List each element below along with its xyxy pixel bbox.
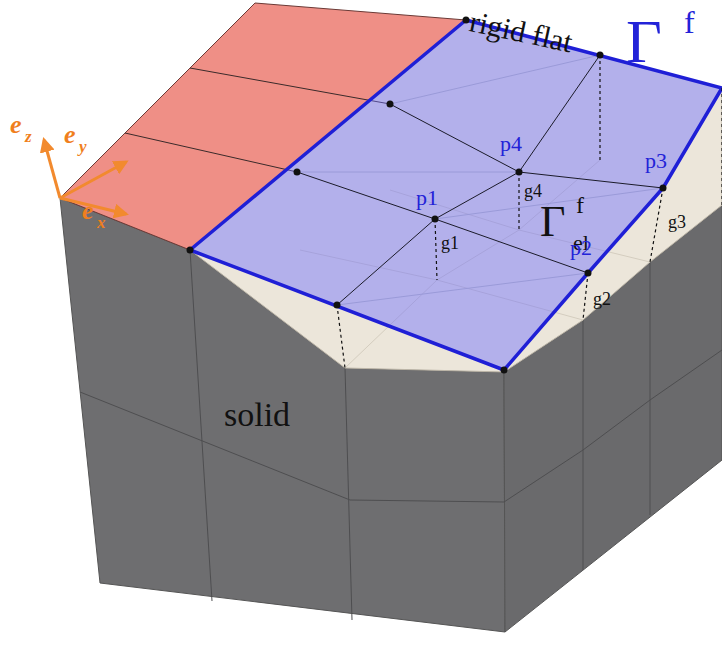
contact-region — [190, 20, 722, 370]
gap-label: g1 — [441, 234, 459, 252]
gap-label: g2 — [593, 290, 611, 308]
element-boundary-symbol: Γ — [540, 200, 565, 244]
axis-label: e — [82, 198, 94, 224]
gap-label: g4 — [524, 182, 542, 200]
gap-projection-lines — [337, 55, 722, 368]
boundary-symbol: Γ — [626, 10, 662, 72]
boundary-superscript: f — [684, 6, 695, 38]
solid-label: solid — [224, 398, 290, 432]
axis-label: e — [64, 122, 76, 148]
point-label: p2 — [570, 237, 592, 259]
element-boundary-superscript: f — [576, 193, 584, 217]
axis-subscript: z — [25, 128, 32, 145]
point-label: p4 — [500, 133, 522, 155]
point-label: p1 — [416, 187, 438, 209]
gap-label: g3 — [668, 213, 686, 231]
axis-subscript: x — [97, 214, 106, 231]
element-diagonals — [297, 55, 663, 305]
axis-label: e — [10, 112, 22, 138]
axis-subscript: y — [79, 138, 87, 155]
point-label: p3 — [645, 150, 667, 172]
mesh-nodes — [187, 17, 667, 374]
contact-outline — [190, 20, 722, 370]
contact-mesh-lines — [297, 55, 663, 305]
